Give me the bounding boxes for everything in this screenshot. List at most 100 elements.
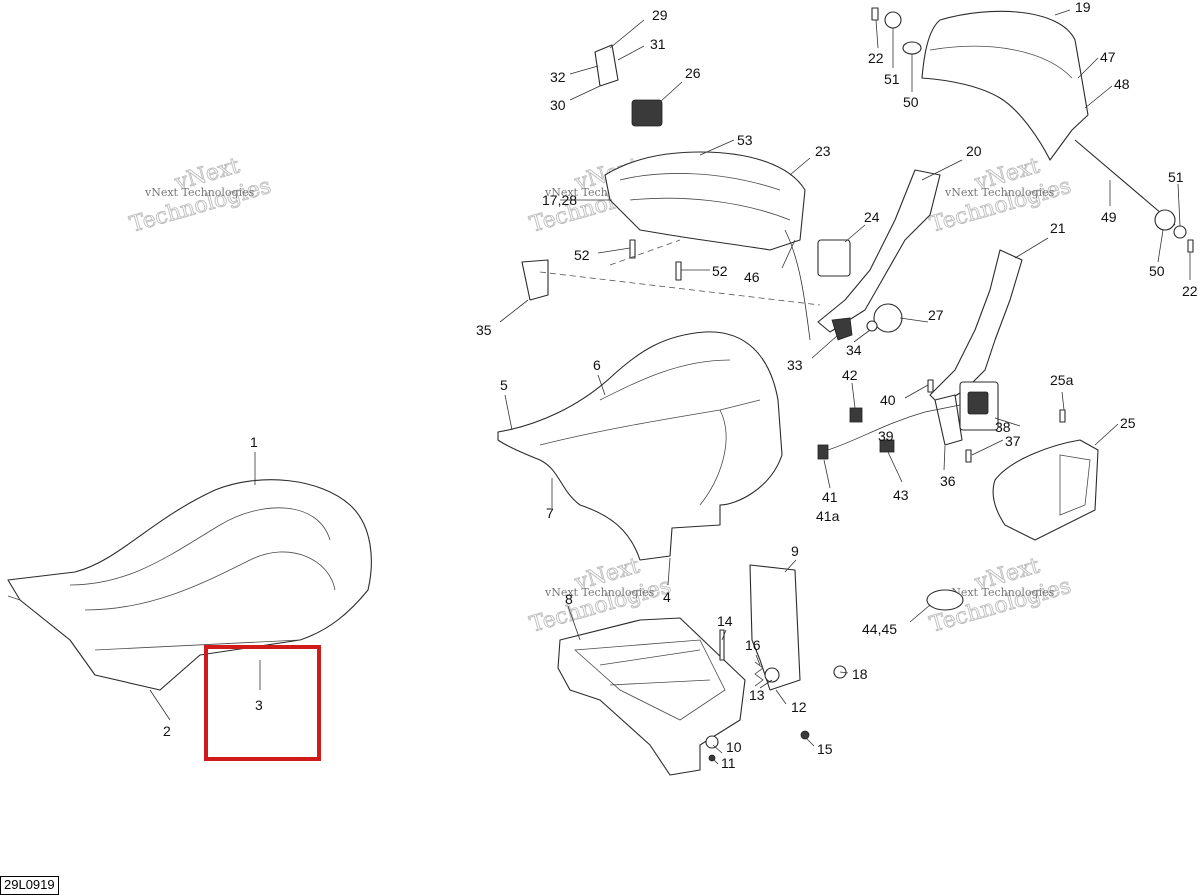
callout-13: 13 <box>749 687 765 703</box>
callout-36: 36 <box>940 473 956 489</box>
watermark-small: vNext Technologies <box>944 586 1055 599</box>
seat-base-drawing <box>557 617 746 776</box>
buckle-26-drawing <box>631 99 663 127</box>
bumper-10-drawing <box>705 735 719 749</box>
screw-40-drawing <box>927 379 934 393</box>
callout-46: 46 <box>744 269 760 285</box>
callout-26: 26 <box>685 65 701 81</box>
clip-35-drawing <box>521 259 549 301</box>
plate-27-drawing <box>873 303 903 333</box>
callout-6: 6 <box>593 357 601 373</box>
callout-labels: 1 2 3 4 5 6 7 8 9 10 11 12 13 14 15 16 1… <box>163 0 1198 771</box>
callout-40: 40 <box>880 392 896 408</box>
callout-14: 14 <box>717 613 733 629</box>
connector-42-drawing <box>849 407 863 423</box>
callout-3: 3 <box>255 697 263 713</box>
backrest-drawing <box>921 10 1089 161</box>
callout-32: 32 <box>550 69 566 85</box>
reference-code: 29L0919 <box>0 876 59 895</box>
callout-42: 42 <box>842 367 858 383</box>
screw-52b-drawing <box>675 261 682 281</box>
callout-19: 19 <box>1075 0 1091 15</box>
screw-22-top-drawing <box>871 7 879 21</box>
assembly-line <box>539 271 821 306</box>
latch-24-drawing <box>817 239 851 277</box>
callout-52-right: 52 <box>712 263 728 279</box>
callout-27: 27 <box>928 307 944 323</box>
nut-15-drawing <box>800 730 810 740</box>
connector-43-drawing <box>879 439 895 453</box>
highlight-box <box>204 645 321 761</box>
callout-22-top: 22 <box>868 50 884 66</box>
backrest-frame-drawing <box>604 151 806 251</box>
spacer-50-drawing <box>1154 209 1176 231</box>
callout-25a: 25a <box>1050 372 1074 388</box>
callout-21: 21 <box>1050 220 1066 236</box>
pin-14-drawing <box>719 629 725 661</box>
callout-44-45: 44,45 <box>862 621 897 637</box>
washer-51-drawing <box>1173 225 1187 239</box>
screw-25a-drawing <box>1059 409 1066 423</box>
shaft-49-drawing <box>1074 139 1176 226</box>
screw-22-right-drawing <box>1187 239 1194 253</box>
leader-lines <box>149 9 1191 765</box>
callout-51-top: 51 <box>884 71 900 87</box>
callout-35: 35 <box>476 322 492 338</box>
latch-29-drawing <box>594 44 619 87</box>
callout-5: 5 <box>500 377 508 393</box>
callout-12: 12 <box>791 699 807 715</box>
callout-41: 41 <box>822 489 838 505</box>
callout-11: 11 <box>721 755 736 771</box>
callout-8: 8 <box>565 591 573 607</box>
callout-22-right: 22 <box>1182 283 1198 299</box>
washer-34-drawing <box>866 320 878 332</box>
latch-33-drawing <box>831 317 853 341</box>
callout-38: 38 <box>995 419 1011 435</box>
harness-41-drawing <box>821 404 961 453</box>
callout-16: 16 <box>745 637 761 653</box>
callout-43: 43 <box>893 487 909 503</box>
assembly-line <box>609 239 681 266</box>
callout-34: 34 <box>846 342 862 358</box>
callout-25: 25 <box>1120 415 1136 431</box>
callout-39: 39 <box>878 428 894 444</box>
callout-33: 33 <box>787 357 803 373</box>
spring-16-drawing <box>754 661 764 687</box>
lock-38-face <box>967 391 989 415</box>
watermark-small: vNext Technologies <box>544 586 655 599</box>
callout-4: 4 <box>663 589 671 605</box>
callout-10: 10 <box>726 739 742 755</box>
callout-2: 2 <box>163 723 171 739</box>
screw-37-drawing <box>965 449 972 463</box>
cover-25-drawing <box>992 439 1099 541</box>
connector-41-drawing <box>817 444 829 460</box>
callout-37: 37 <box>1005 433 1021 449</box>
screw-52a-drawing <box>629 239 636 259</box>
gasket-44-drawing <box>926 589 964 611</box>
washer-50-top-drawing <box>902 41 922 55</box>
callout-9: 9 <box>791 543 799 559</box>
callout-29: 29 <box>652 7 668 23</box>
callout-17-28: 17,28 <box>542 192 577 208</box>
callout-50-top: 50 <box>903 94 919 110</box>
callout-49: 49 <box>1101 209 1117 225</box>
callout-50-right: 50 <box>1149 263 1165 279</box>
cable-46-drawing <box>784 229 811 341</box>
bracket-36-drawing <box>934 394 963 446</box>
callout-30: 30 <box>550 97 566 113</box>
watermark-small: vNext Technologies <box>144 186 255 199</box>
plate-drawing <box>749 564 801 691</box>
callout-48: 48 <box>1114 76 1130 92</box>
callout-18: 18 <box>852 666 868 682</box>
washer-13-drawing <box>764 667 780 683</box>
callout-23: 23 <box>815 143 831 159</box>
washer-51-top-drawing <box>884 11 902 29</box>
callout-31: 31 <box>650 36 666 52</box>
callout-1: 1 <box>250 434 258 450</box>
watermark-small: vNext Technologies <box>944 186 1055 199</box>
callout-20: 20 <box>966 143 982 159</box>
callout-41a: 41a <box>816 508 840 524</box>
callout-47: 47 <box>1100 49 1116 65</box>
seat-cover-drawing <box>497 331 783 561</box>
